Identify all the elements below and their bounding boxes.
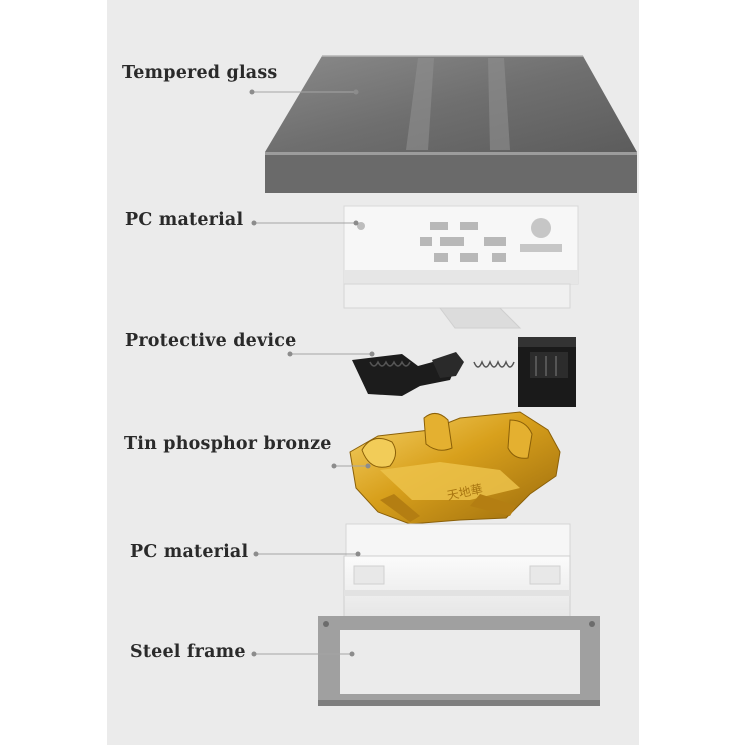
label-tin-phosphor-bronze: Tin phosphor bronze — [124, 434, 332, 454]
pc-material-top-part — [343, 205, 579, 329]
label-steel-frame: Steel frame — [130, 642, 246, 662]
label-protective-device: Protective device — [125, 331, 297, 351]
leader-lines — [252, 91, 372, 655]
steel-frame-part — [318, 616, 600, 706]
protective-device-part — [352, 337, 576, 407]
label-pc-material-base: PC material — [130, 542, 249, 562]
label-pc-material-top: PC material — [125, 210, 244, 230]
leader-dots — [249, 89, 375, 657]
tin-phosphor-bronze-part: 天地華 — [349, 411, 561, 525]
tempered-glass-panel — [265, 55, 637, 193]
label-tempered-glass: Tempered glass — [122, 63, 278, 83]
